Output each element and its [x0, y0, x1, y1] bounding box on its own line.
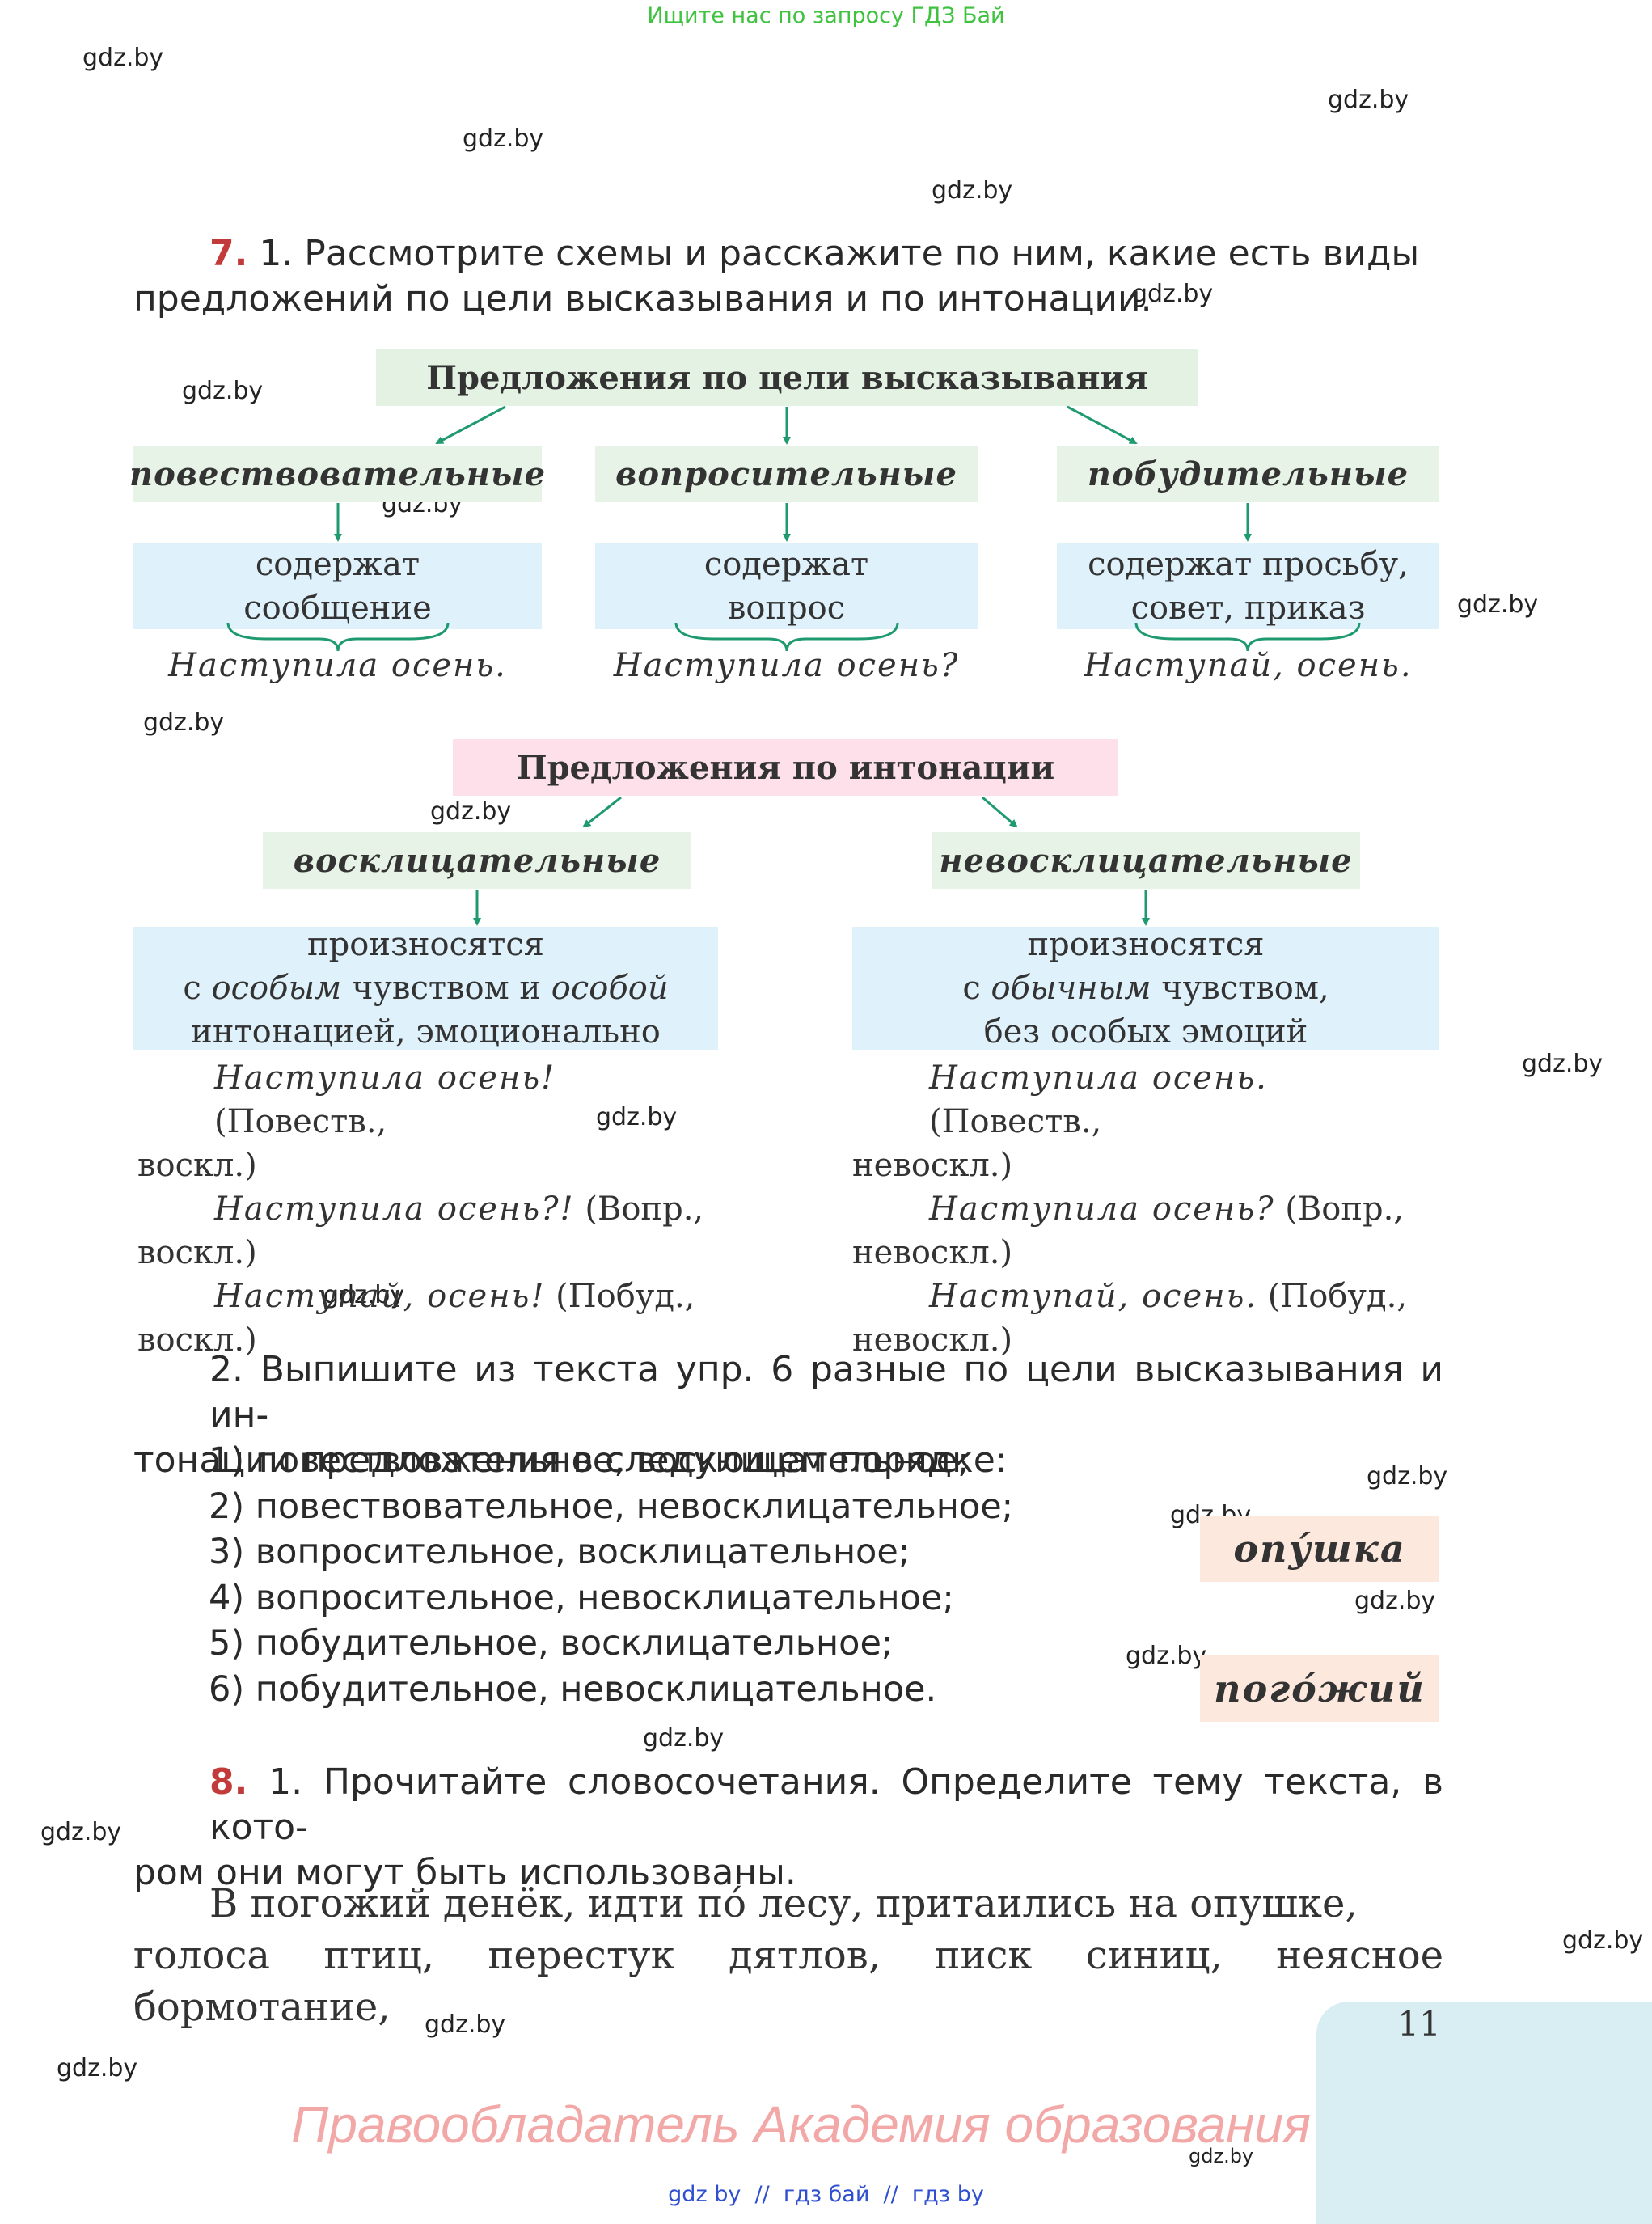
- example-interrogative: Наступила осень?: [613, 647, 960, 684]
- category-narrative: повествовательные: [129, 446, 545, 502]
- brace: [1134, 622, 1361, 652]
- desc-narrative: содержат сообщение: [133, 543, 542, 629]
- watermark: gdz.by: [596, 1103, 678, 1131]
- desc-exclamatory: произносятся с особым чувством и особой …: [133, 926, 718, 1051]
- footer-links: gdz by // гдз бай // гдз by: [668, 2182, 984, 2207]
- watermark: gdz.by: [1132, 280, 1214, 308]
- watermark: gdz.by: [323, 1281, 405, 1309]
- watermark: gdz.by: [1367, 1462, 1448, 1490]
- watermark: gdz.by: [57, 2054, 138, 2082]
- watermark: gdz.by: [1126, 1642, 1207, 1670]
- watermark: gdz.by: [425, 2010, 506, 2039]
- arrow: [1067, 405, 1138, 445]
- category-non-exclamatory: невосклицательные: [932, 832, 1360, 889]
- page-number-tab: [1316, 2002, 1652, 2224]
- vocab-word: опу́шка: [1200, 1516, 1439, 1582]
- watermark: gdz.by: [40, 1818, 122, 1846]
- examples-exclamatory: Наступила осень! (Повеств., воскл.) Наст…: [137, 1059, 704, 1359]
- examples-non-exclamatory: Наступила осень. (Повеств., невоскл.) На…: [852, 1059, 1408, 1359]
- vocab-word: пого́жий: [1200, 1655, 1439, 1722]
- desc-interrogative: содержат вопрос: [595, 543, 978, 629]
- example-narrative: Наступила осень.: [168, 647, 507, 684]
- watermark: gdz.by: [182, 377, 264, 405]
- task-number: 8.: [209, 1761, 248, 1803]
- copyright-notice: Правообладатель Академия образования: [291, 2095, 1312, 2154]
- watermark: gdz.by: [1562, 1926, 1644, 1955]
- watermark: gdz.by: [430, 797, 512, 826]
- watermark: gdz.by: [643, 1724, 725, 1753]
- arrow: [435, 405, 506, 445]
- watermark: gdz.by: [1522, 1050, 1603, 1078]
- task-8-phrases: В погожий денёк, идти по́ лесу, притаили…: [133, 1881, 1443, 2030]
- brace: [226, 622, 450, 652]
- watermark: gdz.by: [1354, 1587, 1436, 1615]
- task-number: 7.: [209, 233, 248, 274]
- watermark: gdz.by: [1328, 86, 1409, 114]
- watermark: gdz.by: [1189, 2145, 1254, 2167]
- order-list: 1) повествовательное, восклицательное; 2…: [209, 1438, 1013, 1712]
- arrow: [582, 796, 622, 828]
- scheme1-title: Предложения по цели высказывания: [376, 349, 1198, 406]
- task-7-text: 7. 1. Рассмотрите схемы и расскажите по …: [133, 233, 1420, 319]
- desc-non-exclamatory: произносятся с обычным чувством, без осо…: [852, 926, 1439, 1051]
- list-item: 4) вопросительное, невосклицательное;: [209, 1577, 954, 1618]
- scheme2-title: Предложения по интонации: [453, 739, 1118, 796]
- arrow: [982, 796, 1018, 828]
- desc-imperative: содержат просьбу, совет, приказ: [1057, 543, 1439, 629]
- watermark: gdz.by: [463, 125, 544, 153]
- example-imperative: Наступай, осень.: [1084, 647, 1413, 684]
- category-exclamatory: восклицательные: [263, 832, 691, 889]
- top-note: Ищите нас по запросу ГДЗ Бай: [647, 3, 1005, 28]
- task-7-2-text: 2. Выпишите из текста упр. 6 разные по ц…: [133, 1349, 1443, 1481]
- watermark: gdz.by: [1457, 590, 1539, 619]
- watermark: gdz.by: [143, 708, 225, 737]
- list-item: 5) побудительное, восклицательное;: [209, 1623, 894, 1664]
- list-item: 1) повествовательное, восклицательное;: [209, 1440, 970, 1481]
- brace: [674, 622, 899, 652]
- category-interrogative: вопросительные: [595, 446, 978, 502]
- list-item: 6) побудительное, невосклицательное.: [209, 1668, 937, 1710]
- category-imperative: побудительные: [1057, 446, 1439, 502]
- page-number: 11: [1397, 2004, 1441, 2044]
- task-8-text: 8. 1. Прочитайте словосочетания. Определ…: [133, 1761, 1443, 1893]
- list-item: 3) вопросительное, восклицательное;: [209, 1532, 911, 1572]
- watermark: gdz.by: [932, 176, 1013, 205]
- list-item: 2) повествовательное, невосклицательное;: [209, 1486, 1014, 1527]
- watermark: gdz.by: [82, 44, 164, 72]
